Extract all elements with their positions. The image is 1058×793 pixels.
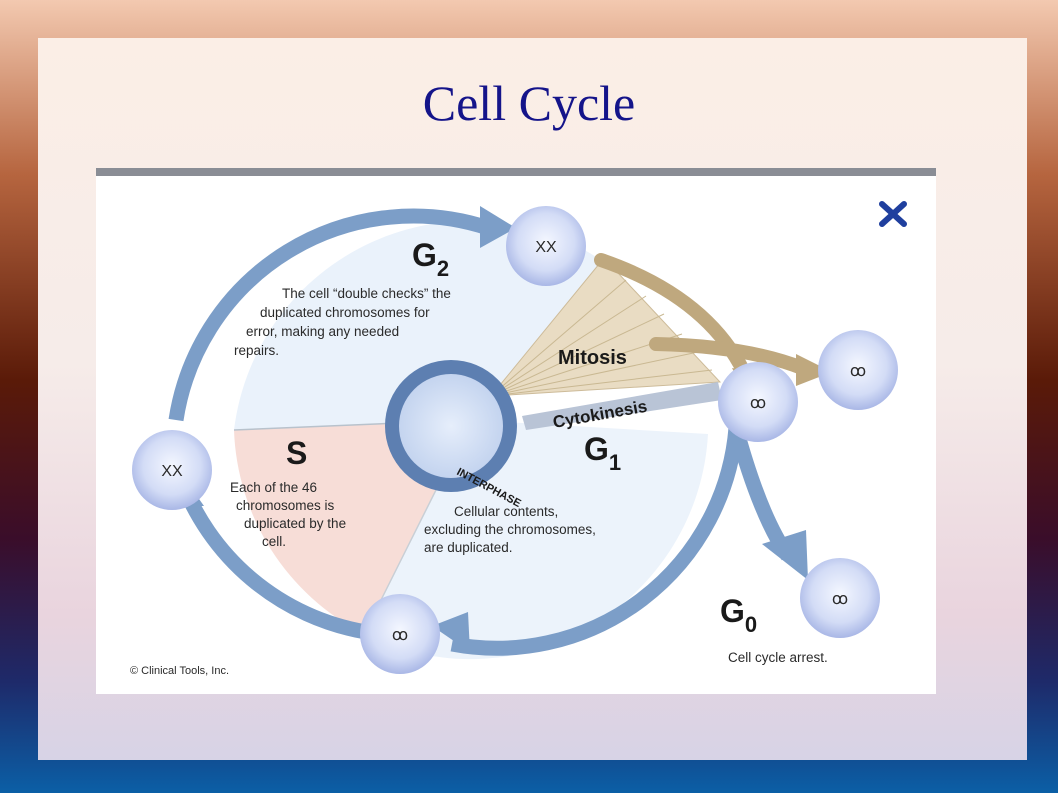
svg-text:ꝏ: ꝏ <box>832 591 848 608</box>
svg-text:duplicated chromosomes for: duplicated chromosomes for <box>260 305 430 320</box>
copyright-text: © Clinical Tools, Inc. <box>130 665 229 677</box>
cell-cycle-diagram: XX XX ꝏ ꝏ ꝏ ꝏ G2 S G1 G0 Mitosis Cytokin… <box>96 168 936 694</box>
diagram-canvas: XX XX ꝏ ꝏ ꝏ ꝏ G2 S G1 G0 Mitosis Cytokin… <box>130 206 898 677</box>
g2-arrowhead <box>480 206 516 248</box>
cytokinesis-label: Cytokinesis <box>551 397 648 432</box>
svg-text:cell.: cell. <box>262 534 286 549</box>
cell-icon: ꝏ <box>818 330 898 410</box>
g0-description: Cell cycle arrest. <box>728 650 828 665</box>
svg-text:XX: XX <box>161 463 183 480</box>
svg-text:error, making any needed: error, making any needed <box>246 324 399 339</box>
s-label: S <box>286 435 307 471</box>
g1-label: G1 <box>584 431 621 475</box>
svg-text:XX: XX <box>535 239 557 256</box>
cell-icon: ꝏ <box>360 594 440 674</box>
mitosis-label: Mitosis <box>558 347 627 369</box>
svg-text:repairs.: repairs. <box>234 343 279 358</box>
g2-sector <box>234 220 604 430</box>
svg-text:Each of the 46: Each of the 46 <box>230 480 317 495</box>
svg-text:ꝏ: ꝏ <box>850 363 866 380</box>
svg-text:The cell “double checks” the: The cell “double checks” the <box>282 286 451 301</box>
svg-text:Cellular contents,: Cellular contents, <box>454 504 558 519</box>
g0-label: G0 <box>720 593 757 637</box>
g2-label: G2 <box>412 237 449 281</box>
cell-icon: XX <box>132 430 212 510</box>
mitosis-wedge <box>489 257 722 397</box>
svg-text:excluding the chromosomes,: excluding the chromosomes, <box>424 522 596 537</box>
svg-text:are duplicated.: are duplicated. <box>424 540 513 555</box>
mitosis-arrows <box>594 253 809 379</box>
cell-icon: ꝏ <box>800 558 880 638</box>
g1-arrowhead <box>432 612 470 652</box>
g0-arrowhead <box>762 530 808 580</box>
svg-text:ꝏ: ꝏ <box>392 627 408 644</box>
cell-icon: XX <box>506 206 586 286</box>
svg-text:ꝏ: ꝏ <box>750 395 766 412</box>
svg-text:chromosomes is: chromosomes is <box>236 498 335 513</box>
g2-description: The cell “double checks” the duplicated … <box>234 286 451 358</box>
cell-icon: ꝏ <box>718 362 798 442</box>
interphase-core <box>385 360 517 492</box>
g1-description: Cellular contents, excluding the chromos… <box>424 504 596 555</box>
slide-title: Cell Cycle <box>422 75 636 131</box>
s-description: Each of the 46 chromosomes is duplicated… <box>230 480 346 549</box>
cytokinesis-band <box>522 382 722 430</box>
close-icon[interactable] <box>874 194 914 234</box>
svg-text:duplicated by the: duplicated by the <box>244 516 346 531</box>
